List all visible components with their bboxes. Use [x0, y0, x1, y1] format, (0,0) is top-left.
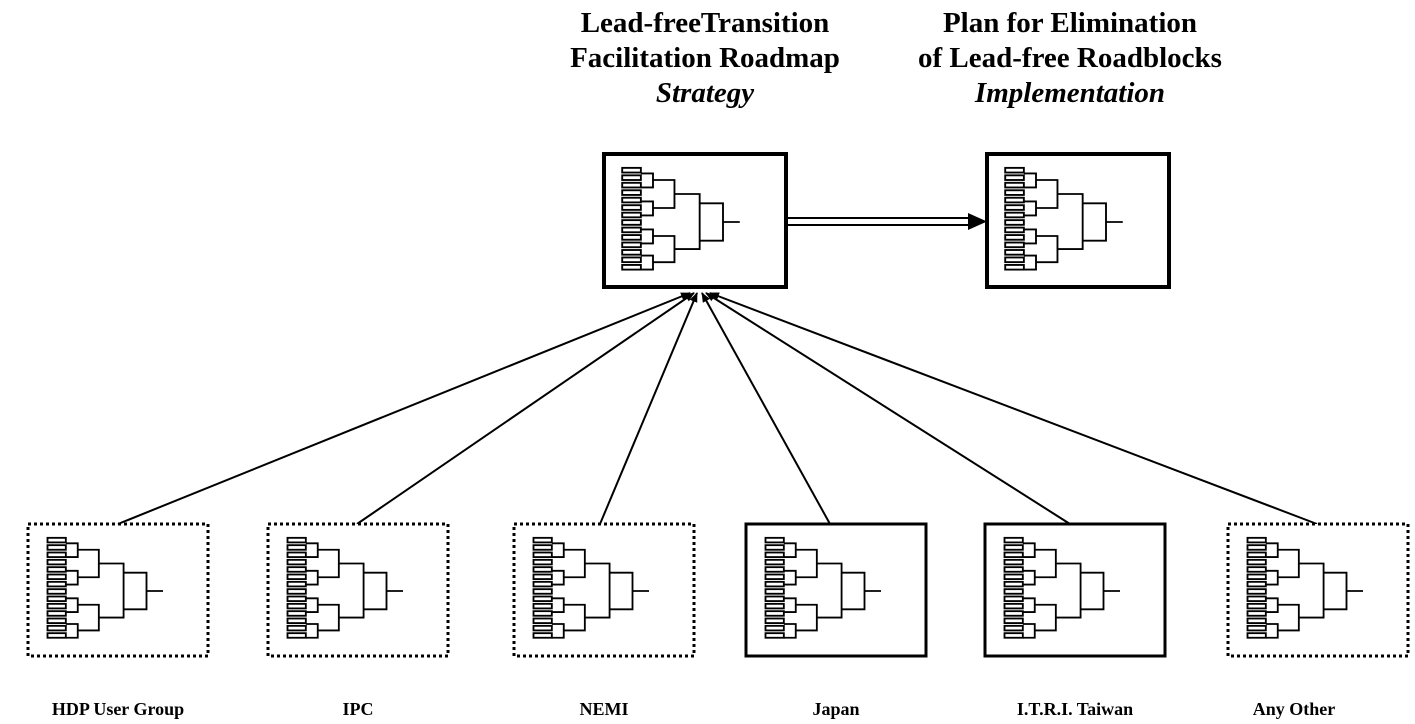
arrow-any-other: [709, 292, 1318, 525]
source-label-hdp-user-group: HDP User Group: [51, 699, 185, 719]
implementation-plan-box: [985, 152, 1171, 289]
source-label-nemi: NEMI: [579, 699, 629, 719]
implementation-subtitle: Implementation: [974, 77, 1166, 109]
strategy-to-implementation-arrow: [788, 213, 987, 230]
source-box-any-other: [1226, 522, 1410, 658]
source-box-ipc: [266, 522, 450, 658]
arrow-itri-taiwan: [705, 292, 1071, 525]
arrow-ipc: [356, 292, 695, 525]
strategy-roadmap-box: [602, 152, 788, 289]
source-label-any-other: Any Other: [1252, 699, 1336, 719]
strategy-title: Lead-freeTransition Facilitation Roadmap…: [505, 6, 905, 111]
source-arrows: [117, 292, 1318, 525]
source-box-hdp-user-group: [26, 522, 210, 658]
implementation-title-line2: of Lead-free Roadblocks: [918, 42, 1222, 74]
source-label-itri-taiwan: I.T.R.I. Taiwan: [1016, 699, 1134, 719]
source-box-japan: [744, 522, 928, 658]
arrow-japan: [701, 292, 831, 525]
strategy-title-line2: Facilitation Roadmap: [570, 42, 840, 74]
source-box-itri-taiwan: [983, 522, 1167, 658]
source-box-nemi: [512, 522, 696, 658]
strategy-subtitle: Strategy: [655, 77, 755, 109]
strategy-title-line1: Lead-freeTransition: [580, 7, 830, 39]
source-label-ipc: IPC: [342, 699, 374, 719]
arrow-hdp-user-group: [117, 292, 691, 525]
source-label-japan: Japan: [812, 699, 860, 719]
implementation-title: Plan for Elimination of Lead-free Roadbl…: [860, 6, 1280, 111]
implementation-title-line1: Plan for Elimination: [942, 7, 1198, 39]
arrow-nemi: [599, 292, 698, 525]
